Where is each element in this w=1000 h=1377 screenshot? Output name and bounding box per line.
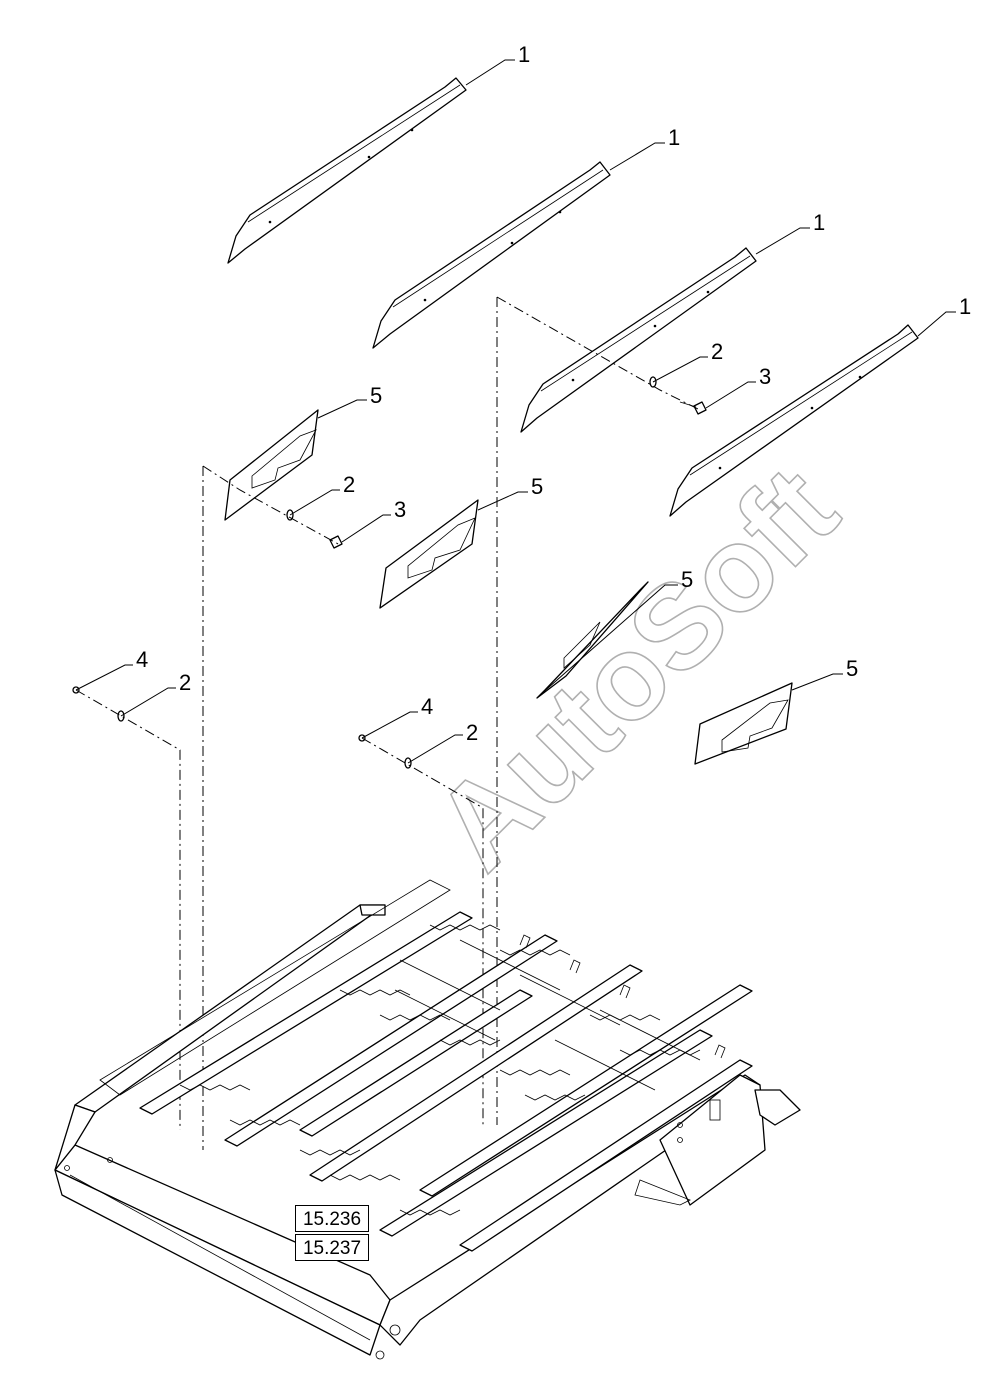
callout-2-washer-a: 2 [711,339,723,364]
cover-panel-1a [227,77,467,264]
callout-4-nut-a: 4 [136,647,148,672]
base-frame-assembly [54,879,801,1360]
bolt-3b [329,535,343,549]
cover-panel-1c [520,247,757,433]
plate-5d [694,682,793,765]
cover-panel-1d [669,324,919,517]
callout-1-panel-a: 1 [518,42,530,67]
assembly-lines [75,296,701,1150]
watermark-text: AutoSoft [409,442,862,895]
callout-5-plate-b: 5 [531,474,543,499]
reference-box-15-236: 15.236 [295,1205,369,1232]
callout-2-washer-d: 2 [466,720,478,745]
callout-5-plate-d: 5 [846,656,858,681]
callout-1-panel-b: 1 [668,125,680,150]
plate-5a [224,409,319,521]
callout-2-washer-c: 2 [179,670,191,695]
callout-5-plate-c: 5 [681,567,693,592]
bolt-3a [679,401,707,415]
callout-1-panel-c: 1 [813,210,825,235]
leader-lines [75,59,956,764]
cover-panel-1b [372,161,611,349]
plate-5b [379,499,479,609]
callout-4-nut-b: 4 [421,694,433,719]
callout-1-panel-d: 1 [959,294,971,319]
reference-box-15-237: 15.237 [295,1234,369,1261]
callout-3-bolt-a: 3 [759,364,771,389]
callout-5-plate-a: 5 [370,383,382,408]
callout-3-bolt-b: 3 [394,497,406,522]
callout-2-washer-b: 2 [343,472,355,497]
